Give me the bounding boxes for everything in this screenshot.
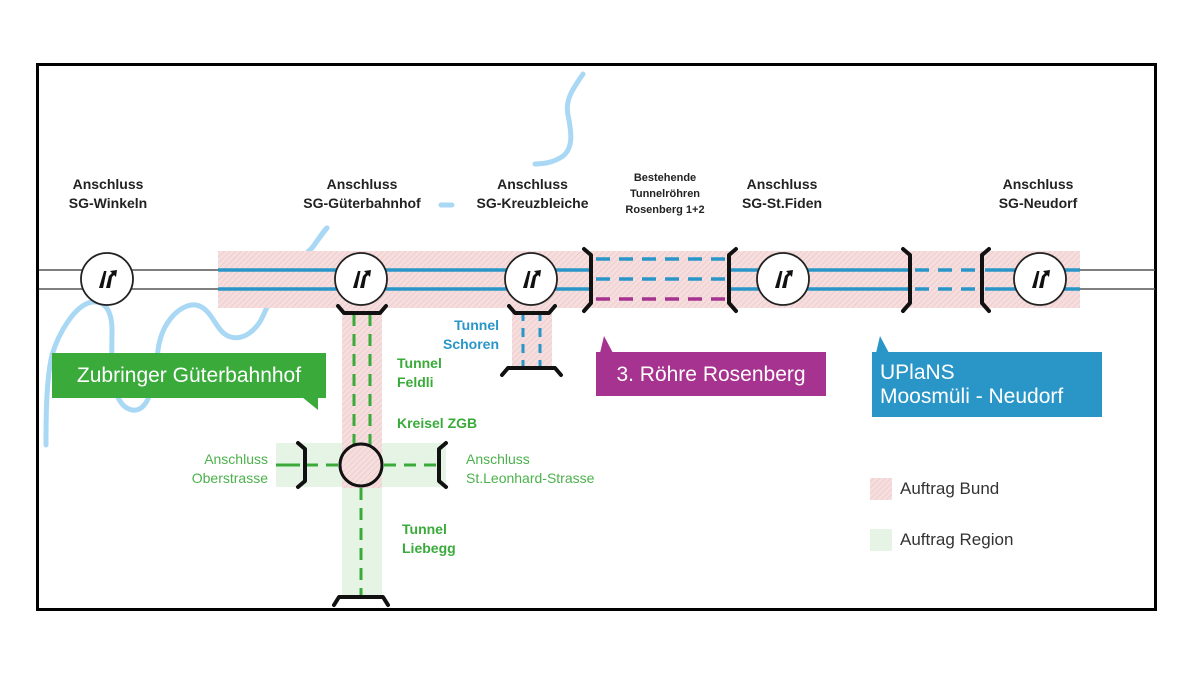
label-line2: SG-Neudorf xyxy=(998,195,1078,211)
label-line1: Bestehende xyxy=(633,172,697,184)
tunnel-neudorf xyxy=(915,268,982,291)
label-line1: Anschluss xyxy=(204,451,268,467)
label-stfiden: Anschluss SG-St.Fiden xyxy=(722,175,842,213)
label-kreisel-text: Kreisel ZGB xyxy=(397,415,478,431)
diagram-frame xyxy=(36,63,1157,611)
label-neudorf: Anschluss SG-Neudorf xyxy=(978,175,1098,213)
label-line2: Schoren xyxy=(442,336,499,352)
region-area-liebegg xyxy=(342,487,382,597)
interchange-gueterbahnhof[interactable] xyxy=(334,252,388,306)
label-line1: Tunnel xyxy=(454,317,499,333)
legend-region-label: Auftrag Region xyxy=(900,530,1014,549)
river xyxy=(532,71,586,167)
label-line2: Feldli xyxy=(397,374,434,390)
tunnel-schoren xyxy=(521,312,542,366)
bund-area-schoren xyxy=(512,308,552,368)
label-winkeln: Anschluss SG-Winkeln xyxy=(48,175,168,213)
label-kreisel: Kreisel ZGB xyxy=(397,414,497,433)
callout-uplans-line1: UPlaNS xyxy=(880,361,955,384)
tunnel-portal-icon xyxy=(296,247,991,607)
callout-roehre-text: 3. Röhre Rosenberg xyxy=(616,363,806,386)
legend-swatch-region xyxy=(870,529,892,551)
label-line1: Tunnel xyxy=(402,521,447,537)
interchange-winkeln[interactable] xyxy=(80,252,134,306)
river xyxy=(309,225,330,251)
label-stleonhard: Anschluss St.Leonhard-Strasse xyxy=(466,450,626,488)
label-line1: Anschluss xyxy=(72,176,144,192)
legend-region: Auftrag Region xyxy=(900,530,1013,550)
roundabout-icon xyxy=(338,442,384,488)
callout-uplans xyxy=(872,336,1102,417)
label-tunnel-liebegg: Tunnel Liebegg xyxy=(402,520,482,558)
label-line2: Tunnelröhren xyxy=(629,188,701,200)
label-kreuzbleiche: Anschluss SG-Kreuzbleiche xyxy=(455,175,610,213)
label-line2: SG-St.Fiden xyxy=(741,195,823,211)
label-line2: St.Leonhard-Strasse xyxy=(466,470,595,486)
interchange-neudorf[interactable] xyxy=(1013,252,1067,306)
callout-zubringer xyxy=(52,353,326,410)
label-line1: Tunnel xyxy=(397,355,442,371)
legend-bund-label: Auftrag Bund xyxy=(900,479,1000,498)
label-line1: Anschluss xyxy=(466,451,530,467)
label-line2: SG-Winkeln xyxy=(68,195,148,211)
label-line1: Anschluss xyxy=(1002,176,1074,192)
label-tunnel-schoren: Tunnel Schoren xyxy=(435,316,499,354)
label-line1: Anschluss xyxy=(326,176,398,192)
label-existing-tunnels: Bestehende Tunnelröhren Rosenberg 1+2 xyxy=(605,170,725,218)
label-line2: Oberstrasse xyxy=(191,470,268,486)
label-tunnel-feldli: Tunnel Feldli xyxy=(397,354,477,392)
callout-roehre xyxy=(596,336,826,396)
legend-bund: Auftrag Bund xyxy=(900,479,999,499)
callout-uplans-line2: Moosmüli - Neudorf xyxy=(880,385,1064,408)
callout-uplans-text: UPlaNS Moosmüli - Neudorf xyxy=(880,361,1100,409)
label-line1: Anschluss xyxy=(497,176,568,192)
label-line2: SG-Güterbahnhof xyxy=(303,195,421,211)
label-line2: SG-Kreuzbleiche xyxy=(476,195,589,211)
label-oberstrasse: Anschluss Oberstrasse xyxy=(160,450,268,488)
label-gueterbahnhof: Anschluss SG-Güterbahnhof xyxy=(282,175,442,213)
callout-zubringer-text: Zubringer Güterbahnhof xyxy=(76,364,302,387)
legend-swatch-bund xyxy=(870,478,892,500)
tunnel-feldli xyxy=(352,314,372,446)
label-line3: Rosenberg 1+2 xyxy=(625,204,705,216)
interchange-stfiden[interactable] xyxy=(756,252,810,306)
label-line2: Liebegg xyxy=(402,540,456,556)
river xyxy=(43,352,55,448)
interchange-kreuzbleiche[interactable] xyxy=(504,252,558,306)
road-east xyxy=(1080,269,1155,290)
label-line1: Anschluss xyxy=(746,176,818,192)
